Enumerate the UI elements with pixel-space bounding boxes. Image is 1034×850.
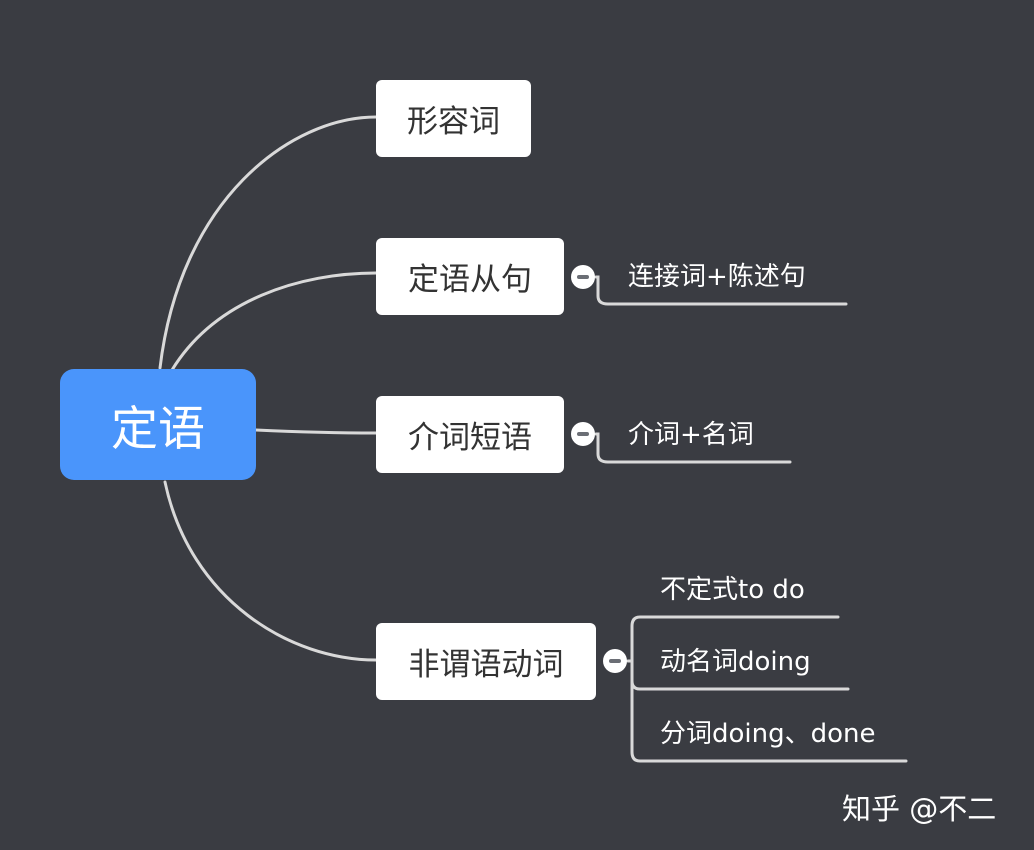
topic-attributive-clause[interactable]: 定语从句 [376, 238, 564, 315]
topic-prepositional-phrase[interactable]: 介词短语 [376, 396, 564, 473]
collapse-minus-icon [577, 275, 589, 279]
collapse-minus-icon [577, 432, 589, 436]
collapse-minus-icon [609, 659, 621, 663]
collapse-clause-button[interactable] [571, 265, 595, 289]
root-node[interactable]: 定语 [60, 369, 256, 480]
topic-attributive-clause-label: 定语从句 [408, 262, 532, 298]
topic-nonfinite-verb[interactable]: 非谓语动词 [376, 623, 596, 700]
connector-root-adjective [158, 115, 378, 370]
root-node-label: 定语 [111, 402, 205, 457]
connector-clause-leaf [594, 275, 848, 306]
collapse-nonfinite-button[interactable] [603, 649, 627, 673]
topic-adjective[interactable]: 形容词 [376, 80, 531, 157]
topic-prepositional-phrase-label: 介词短语 [408, 420, 532, 456]
topic-nonfinite-verb-label: 非谓语动词 [408, 647, 564, 683]
connector-nonfinite-mid [626, 659, 850, 691]
subtopic-conjunction-statement[interactable]: 连接词+陈述句 [628, 262, 806, 292]
connector-nonfinite-bracket [630, 615, 908, 763]
connector-root-nonfinite [163, 480, 378, 662]
subtopic-preposition-noun[interactable]: 介词+名词 [628, 420, 754, 450]
connector-prep-leaf [594, 432, 792, 464]
subtopic-participle[interactable]: 分词doing、done [660, 719, 876, 749]
topic-adjective-label: 形容词 [407, 104, 500, 140]
subtopic-infinitive[interactable]: 不定式to do [660, 575, 805, 605]
connector-root-prep [254, 428, 378, 435]
collapse-prep-button[interactable] [571, 422, 595, 446]
subtopic-gerund[interactable]: 动名词doing [660, 647, 811, 677]
connector-root-clause [170, 271, 378, 372]
watermark: 知乎 @不二 [842, 792, 997, 826]
